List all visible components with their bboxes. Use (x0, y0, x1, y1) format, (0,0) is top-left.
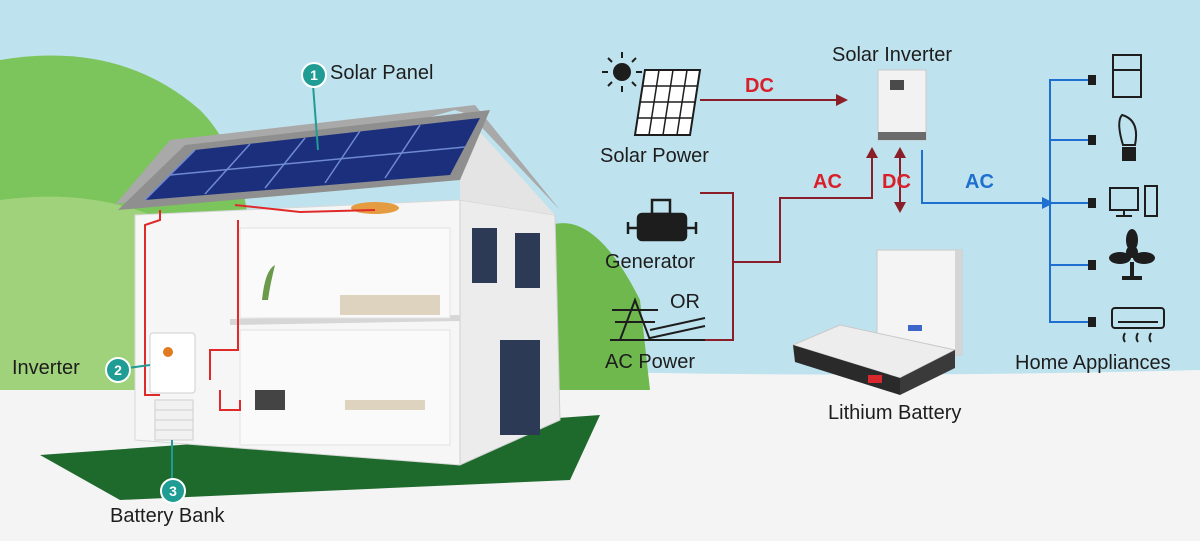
dc-flow-label-battery: DC (882, 171, 911, 193)
bulb-icon (1118, 113, 1138, 161)
ac-input-line (733, 155, 873, 263)
ac-output-line (921, 150, 1045, 204)
window-1 (472, 228, 497, 283)
house-wiring (144, 204, 376, 411)
callout-inverter (127, 364, 151, 369)
computer-icon (1109, 185, 1158, 217)
generator-icon (626, 198, 698, 242)
inverter-indicator (163, 347, 173, 357)
inverter-label: Inverter (12, 357, 80, 379)
door-window (500, 340, 540, 435)
ceiling-light (351, 202, 399, 214)
lower-room (239, 329, 451, 446)
ac-power-label: AC Power (605, 351, 696, 373)
solar-power-label: Solar Power (600, 145, 709, 167)
battery-bank-label: Battery Bank (110, 505, 225, 527)
ac-flow-label-output: AC (965, 171, 994, 193)
ac-flow-label-input: AC (813, 171, 842, 193)
input-bracket (700, 192, 734, 341)
sun-icon (602, 52, 642, 92)
fan-icon (1109, 229, 1155, 280)
floor-divider (229, 315, 461, 325)
solar-panel-icon (633, 69, 702, 136)
dining-table (345, 400, 425, 410)
bed (340, 295, 440, 315)
solar-panel-grid (144, 124, 466, 201)
solar-panel-array (145, 118, 480, 200)
plant (262, 265, 275, 300)
house-gable (460, 110, 555, 215)
window-2 (515, 233, 540, 288)
appliance-bus (1049, 79, 1090, 323)
hill-right (540, 223, 650, 390)
dc-flow-label-top: DC (745, 75, 774, 97)
callout-solar-panel (312, 84, 319, 151)
fridge-icon (1112, 54, 1142, 98)
solar-inverter-label: Solar Inverter (832, 44, 953, 66)
home-appliances-label: Home Appliances (1015, 352, 1171, 374)
inverter-number-badge: 2 (105, 357, 131, 383)
or-label: OR (670, 291, 700, 313)
lithium-battery-device (791, 249, 963, 395)
lithium-battery-label: Lithium Battery (828, 402, 962, 424)
solar-panel-number-badge: 1 (301, 62, 327, 88)
ac-power-icon (610, 297, 706, 341)
solar-panel-label: Solar Panel (330, 62, 434, 84)
air-conditioner-icon (1111, 307, 1165, 343)
generator-label: Generator (605, 251, 696, 273)
tv (255, 390, 285, 410)
battery-bank-number-badge: 3 (160, 478, 186, 504)
house-inverter (149, 332, 196, 394)
appliance-plugs (1088, 75, 1096, 327)
solar-inverter-device (877, 69, 927, 141)
